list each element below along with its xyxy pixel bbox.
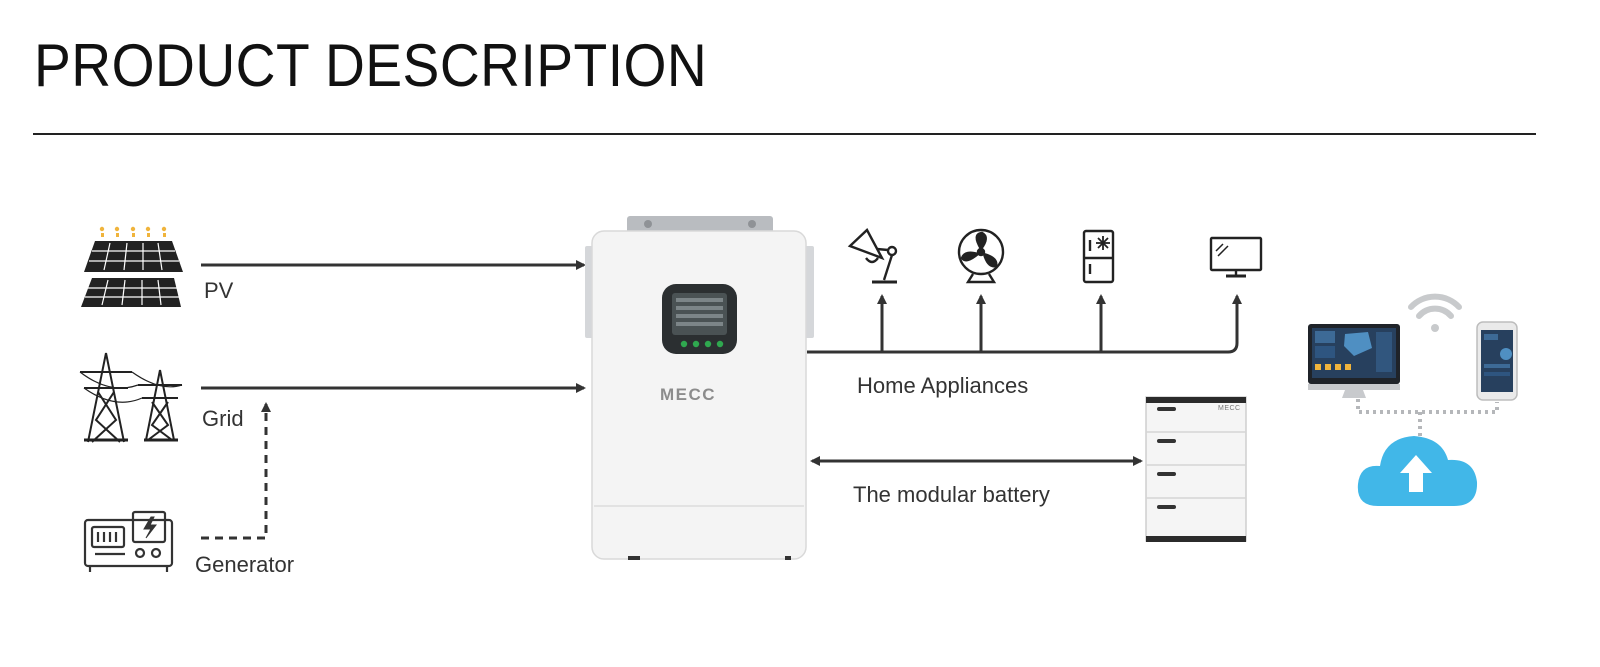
grid-label: Grid [202, 406, 244, 431]
generator-connector [201, 402, 271, 540]
phone-icon [1476, 321, 1518, 401]
wifi-icon [1408, 293, 1462, 332]
page-title: PRODUCT DESCRIPTION [34, 32, 708, 99]
pv-label: PV [204, 278, 234, 303]
solar-panel-icon [81, 226, 183, 307]
battery-label: The modular battery [853, 482, 1050, 507]
modular-battery [1145, 396, 1247, 542]
monitor-icon [1308, 324, 1400, 398]
power-tower-icon [79, 352, 183, 443]
tv-icon [1209, 236, 1263, 278]
appliance-bus [807, 294, 1242, 354]
lamp-icon [847, 228, 898, 284]
cloud-upload-icon [1357, 436, 1478, 506]
home-appliances-label: Home Appliances [857, 373, 1029, 398]
header-divider [33, 133, 1536, 135]
fridge-icon [1082, 229, 1115, 284]
fan-icon [957, 228, 1005, 284]
generator-label: Generator [195, 552, 295, 577]
inverter [585, 216, 814, 560]
inverter-brand-logo: MECC [660, 385, 717, 404]
battery-brand-logo: MECC [1218, 405, 1241, 412]
cloud-link [1356, 399, 1499, 436]
generator-icon [83, 510, 174, 572]
